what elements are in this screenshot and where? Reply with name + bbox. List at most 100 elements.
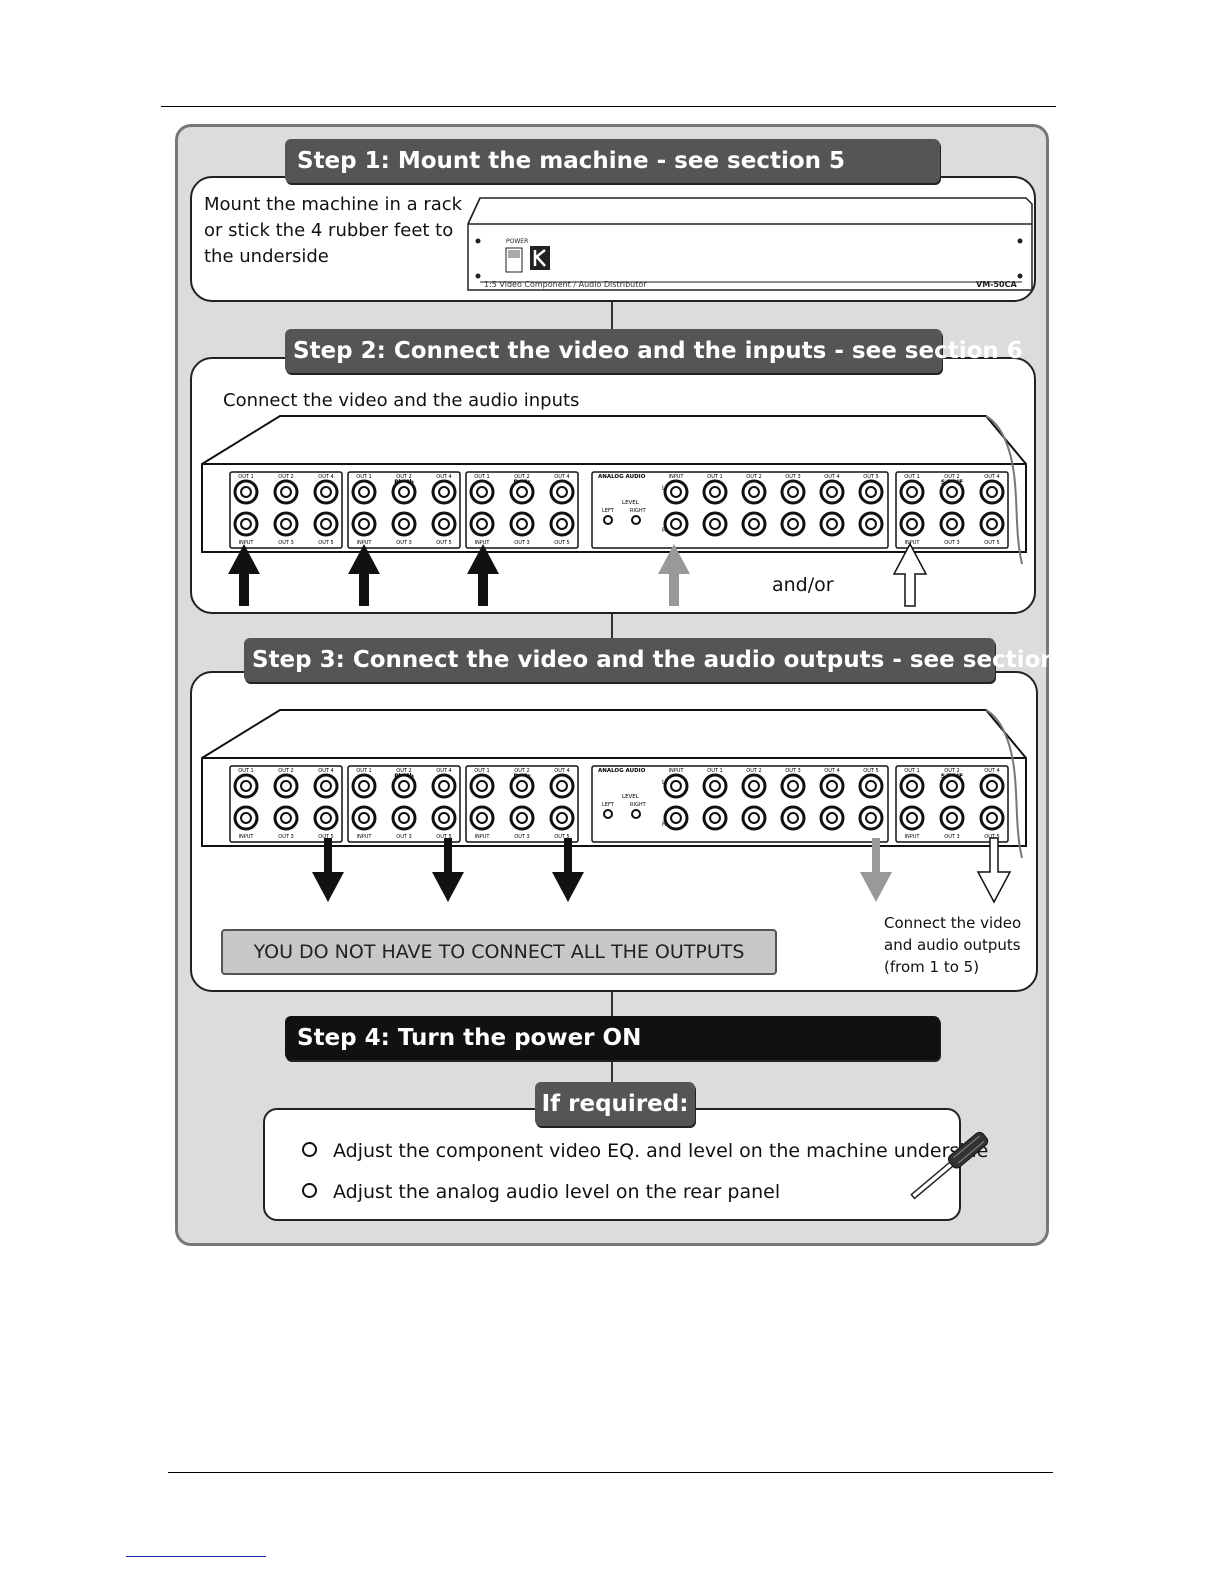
bnc-pin-icon <box>906 780 918 792</box>
bnc-pin-icon <box>280 780 292 792</box>
port-label: OUT 3 <box>278 834 293 840</box>
power-label: POWER <box>506 238 528 245</box>
level-knob-icon <box>603 809 613 819</box>
footer-rule <box>168 1472 1053 1473</box>
right-label: RIGHT <box>630 508 647 514</box>
port-label: INPUT <box>905 540 921 546</box>
bnc-pin-icon <box>826 486 838 498</box>
bnc-pin-icon <box>986 518 998 530</box>
up-arrow-icon <box>658 544 690 606</box>
input-arrows <box>228 542 928 607</box>
analog-audio-label: ANALOG AUDIO <box>598 768 646 774</box>
bnc-pin-icon <box>476 812 488 824</box>
bnc-pin-icon <box>438 812 450 824</box>
bnc-pin-icon <box>906 812 918 824</box>
outputs-note: YOU DO NOT HAVE TO CONNECT ALL THE OUTPU… <box>221 929 777 975</box>
bnc-pin-icon <box>826 780 838 792</box>
side-text-line: Connect the video <box>884 914 1022 932</box>
bnc-pin-icon <box>516 780 528 792</box>
output-arrows <box>312 837 1012 904</box>
port-label: OUT 1 <box>474 768 489 774</box>
port-label: OUT 3 <box>944 834 959 840</box>
port-label: OUT 4 <box>984 768 999 774</box>
port-label: OUT 3 <box>514 540 529 546</box>
level-knob-icon <box>631 809 641 819</box>
bnc-pin-icon <box>670 812 682 824</box>
port-label: OUT 5 <box>318 834 333 840</box>
bnc-pin-icon <box>398 518 410 530</box>
bnc-pin-icon <box>280 486 292 498</box>
and-or-label: and/or <box>772 574 834 596</box>
if-required-panel <box>263 1108 961 1221</box>
port-label: OUT 5 <box>984 834 999 840</box>
footer-link-underline[interactable] <box>126 1556 266 1557</box>
port-label: INPUT <box>357 540 373 546</box>
port-label: OUT 5 <box>318 540 333 546</box>
side-text-line: (from 1 to 5) <box>884 958 980 976</box>
left-label: LEFT <box>602 802 615 808</box>
port-label: OUT 5 <box>863 768 878 774</box>
bnc-pin-icon <box>240 486 252 498</box>
bnc-pin-icon <box>709 518 721 530</box>
bnc-pin-icon <box>358 780 370 792</box>
port-label: OUT 2 <box>944 768 959 774</box>
hollow-down-arrow-icon <box>976 837 1012 904</box>
bnc-pin-icon <box>358 812 370 824</box>
bnc-pin-icon <box>556 780 568 792</box>
up-arrow-icon <box>228 544 260 606</box>
connector-line <box>611 990 613 1018</box>
port-label: OUT 2 <box>746 768 761 774</box>
level-knob-icon <box>631 515 641 525</box>
bnc-pin-icon <box>748 780 760 792</box>
bnc-pin-icon <box>438 486 450 498</box>
step1-title: Step 1: Mount the machine - see section … <box>285 139 940 183</box>
down-arrow-icon <box>860 838 892 902</box>
analog-audio-label: ANALOG AUDIO <box>598 474 646 480</box>
port-label: OUT 3 <box>944 540 959 546</box>
port-label: OUT 4 <box>554 768 569 774</box>
port-label: OUT 1 <box>707 474 722 480</box>
port-label: INPUT <box>669 474 685 480</box>
bnc-pin-icon <box>240 780 252 792</box>
port-label: OUT 2 <box>746 474 761 480</box>
bnc-pin-icon <box>670 780 682 792</box>
right-label: RIGHT <box>630 802 647 808</box>
bullet-circle-icon <box>302 1183 317 1198</box>
port-label: OUT 5 <box>436 540 451 546</box>
screwdriver-icon <box>910 1131 989 1200</box>
bnc-pin-icon <box>946 812 958 824</box>
adjust-item: Adjust the component video EQ. and level… <box>302 1140 988 1162</box>
bnc-pin-icon <box>320 518 332 530</box>
step2-title: Step 2: Connect the video and the inputs… <box>285 329 1023 373</box>
up-arrow-icon <box>467 544 499 606</box>
port-label: OUT 4 <box>318 768 333 774</box>
port-label: INPUT <box>239 834 255 840</box>
bnc-pin-icon <box>398 780 410 792</box>
bnc-pin-icon <box>320 780 332 792</box>
port-label: OUT 2 <box>278 474 293 480</box>
bullet-circle-icon <box>302 1142 317 1157</box>
port-label: OUT 4 <box>436 768 451 774</box>
port-label: OUT 5 <box>984 540 999 546</box>
bnc-pin-icon <box>556 518 568 530</box>
port-label: OUT 3 <box>785 768 800 774</box>
port-label: OUT 1 <box>238 474 253 480</box>
bnc-pin-icon <box>787 812 799 824</box>
bnc-pin-icon <box>986 486 998 498</box>
bnc-pin-icon <box>748 812 760 824</box>
left-label: LEFT <box>602 508 615 514</box>
bnc-pin-icon <box>398 812 410 824</box>
port-label: OUT 5 <box>554 540 569 546</box>
bnc-pin-icon <box>476 780 488 792</box>
side-text-line: and audio outputs <box>884 936 1021 954</box>
port-label: OUT 1 <box>356 474 371 480</box>
bnc-pin-icon <box>358 486 370 498</box>
bnc-pin-icon <box>986 780 998 792</box>
port-label: OUT 2 <box>396 768 411 774</box>
port-label: OUT 4 <box>554 474 569 480</box>
bnc-pin-icon <box>986 812 998 824</box>
port-label: OUT 3 <box>514 834 529 840</box>
port-label: OUT 4 <box>824 768 839 774</box>
outputs-side-text: Connect the video and audio outputs (fro… <box>884 912 1021 978</box>
